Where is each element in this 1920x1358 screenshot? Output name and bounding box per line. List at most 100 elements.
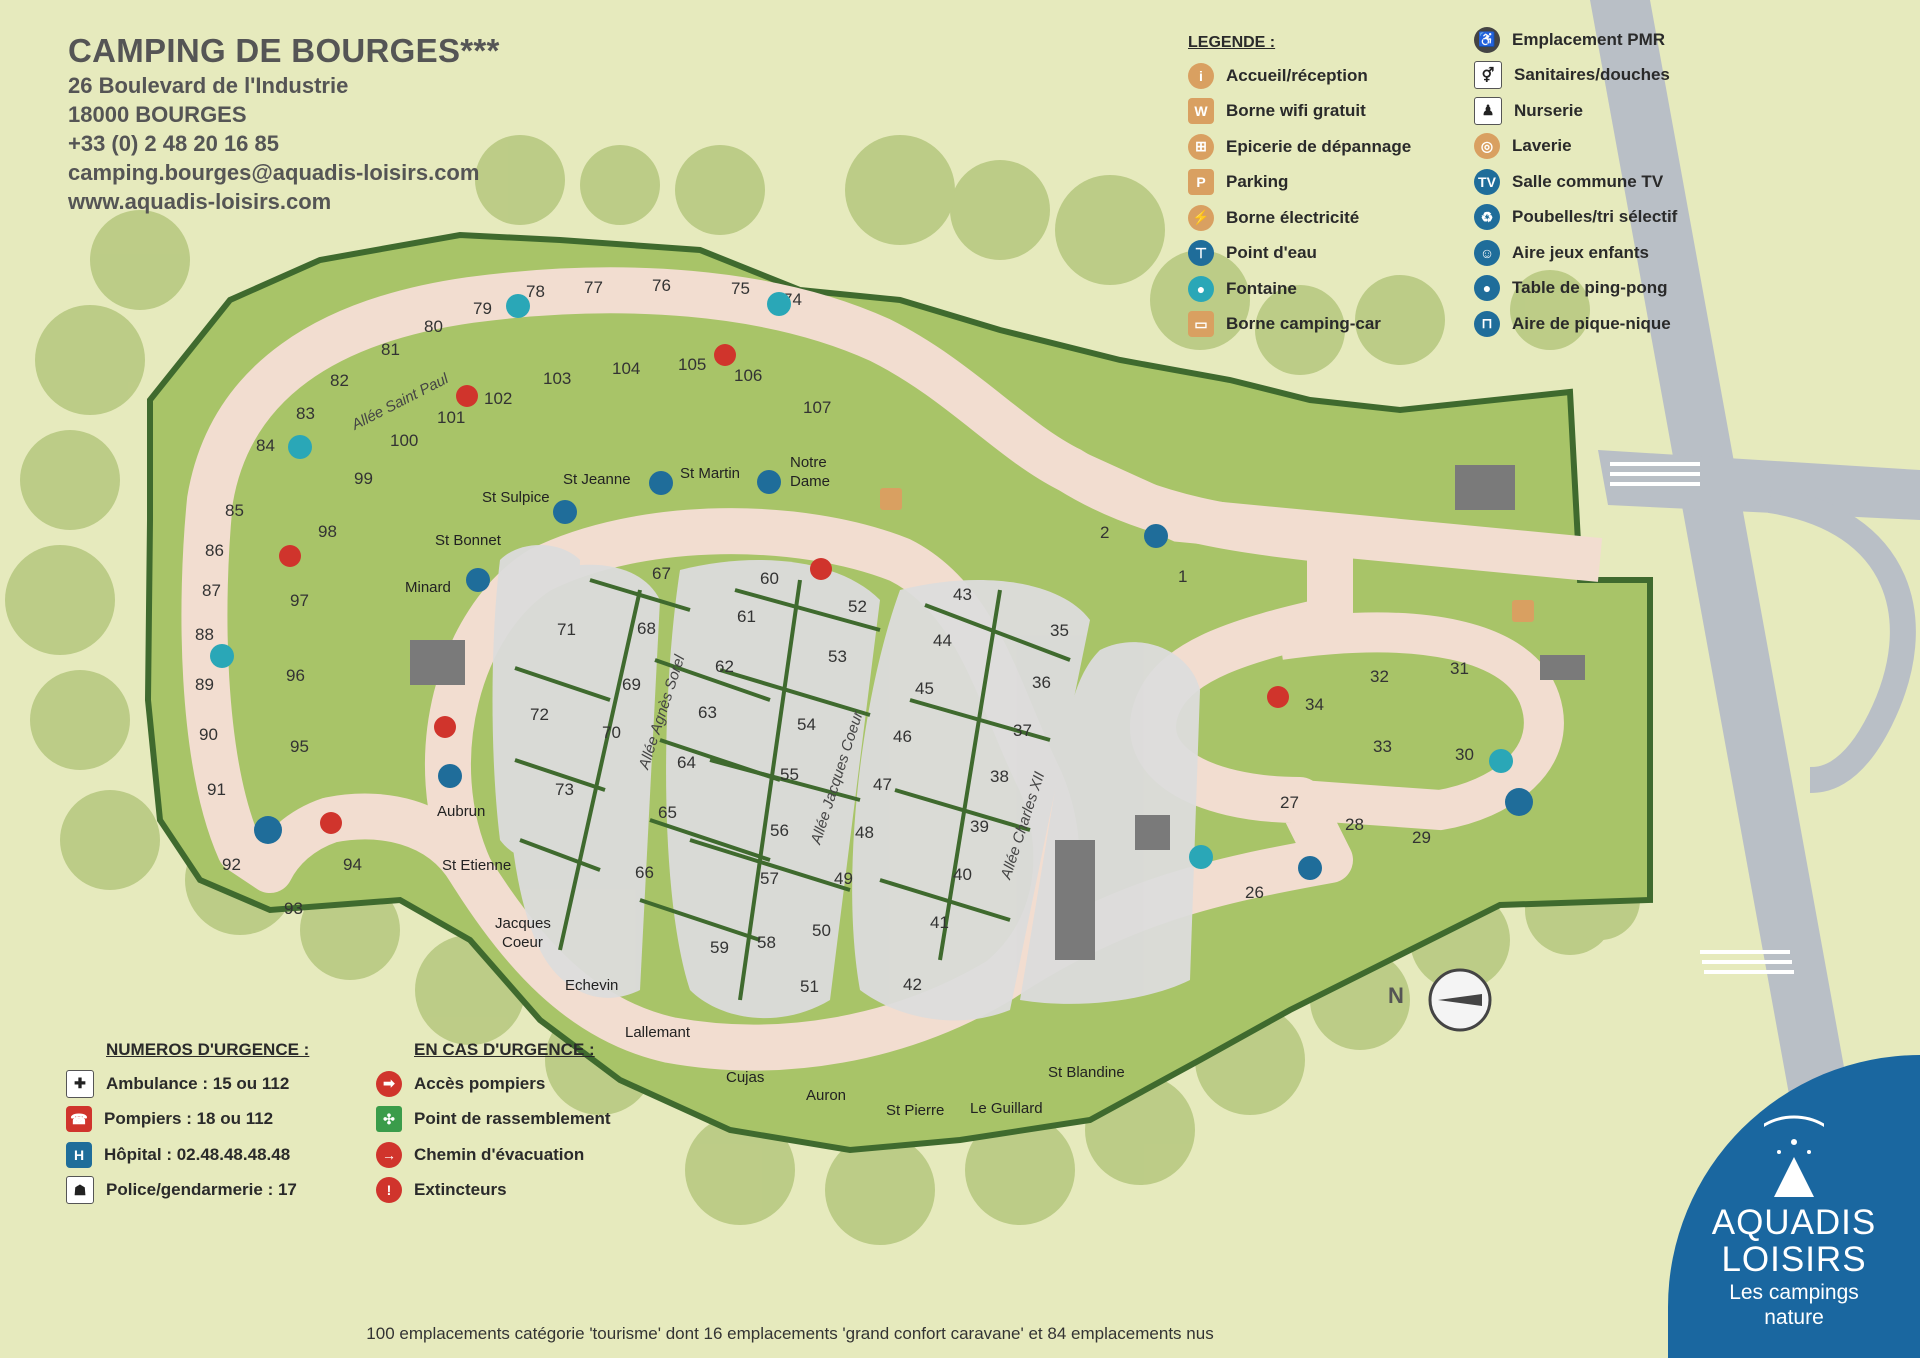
svg-text:61: 61 [737,607,756,626]
svg-text:84: 84 [256,436,275,455]
wheelchair-icon: ♿ [1474,26,1500,53]
svg-text:73: 73 [555,780,574,799]
entrance-path [1060,449,1603,582]
legend-item: ⊓Aire de pique-nique [1474,306,1677,342]
svg-text:91: 91 [207,780,226,799]
toilets-icon: ⚥ [1474,61,1502,90]
svg-text:53: 53 [828,647,847,666]
legend-item: ☎Pompiers : 18 ou 112 [66,1102,309,1138]
svg-text:St Bonnet: St Bonnet [435,532,502,549]
svg-text:93: 93 [284,899,303,918]
svg-text:95: 95 [290,737,309,756]
svg-text:76: 76 [652,276,671,295]
svg-text:30: 30 [1455,745,1474,764]
svg-text:Jacques: Jacques [495,915,551,932]
svg-text:42: 42 [903,975,922,994]
tent-logo-icon [1764,1115,1824,1197]
electric-plug-icon: ⚡ [1188,204,1214,231]
svg-text:51: 51 [800,977,819,996]
svg-text:46: 46 [893,727,912,746]
legend-item-label: Ambulance : 15 ou 112 [106,1073,290,1093]
legend-item: !Extincteurs [376,1173,611,1209]
campsite-email[interactable]: camping.bourges@aquadis-loisirs.com [68,160,480,185]
svg-text:79: 79 [473,299,492,318]
svg-text:29: 29 [1412,828,1431,847]
svg-text:Cujas: Cujas [726,1069,764,1086]
campsite-header: CAMPING DE BOURGES*** 26 Boulevard de l'… [68,32,500,215]
ambulance-icon: ✚ [66,1069,94,1098]
buildings [410,465,1585,960]
svg-text:94: 94 [343,855,362,874]
svg-text:39: 39 [970,817,989,836]
svg-text:52: 52 [848,597,867,616]
svg-text:40: 40 [953,865,972,884]
baby-changing-icon: ♟ [1474,96,1502,125]
hedges [514,578,1071,1001]
svg-text:72: 72 [530,705,549,724]
police-icon: ☗ [66,1176,94,1205]
legend-item-label: Aire jeux enfants [1512,242,1649,262]
picnic-table-icon: ⊓ [1474,310,1500,337]
area-labels: St Sulpice St Jeanne St Martin Notre Dam… [405,454,1125,1119]
svg-text:89: 89 [195,675,214,694]
svg-text:78: 78 [526,282,545,301]
svg-text:Notre: Notre [790,454,827,471]
svg-text:33: 33 [1373,737,1392,756]
legend-item-label: Salle commune TV [1512,171,1664,191]
legend-item-label: Police/gendarmerie : 17 [106,1180,297,1200]
brand-name-2: LOISIRS [1721,1240,1867,1279]
svg-text:107: 107 [803,398,831,417]
svg-text:38: 38 [990,767,1009,786]
svg-text:68: 68 [637,619,656,638]
tv-icon: TV [1474,168,1500,195]
svg-text:St Etienne: St Etienne [442,857,511,874]
emergency-numbers: NUMEROS D'URGENCE : ✚Ambulance : 15 ou 1… [66,1040,309,1208]
legend-item: ●Fontaine [1188,271,1411,307]
svg-text:56: 56 [770,821,789,840]
campsite-website[interactable]: www.aquadis-loisirs.com [68,189,332,214]
svg-text:59: 59 [710,938,729,957]
legend-item-label: Sanitaires/douches [1514,65,1670,85]
svg-text:54: 54 [797,715,816,734]
svg-text:100: 100 [390,431,418,450]
road-crossing [1598,450,1920,520]
svg-text:81: 81 [381,340,400,359]
hospital-icon: H [66,1141,92,1168]
legend-item: ♻Poubelles/tri sélectif [1474,200,1677,236]
svg-text:77: 77 [584,278,603,297]
svg-text:35: 35 [1050,621,1069,640]
evacuation-arrow-icon: → [376,1141,402,1168]
legend-item-label: Point d'eau [1226,243,1317,263]
svg-text:St Martin: St Martin [680,465,740,482]
svg-text:57: 57 [760,869,779,888]
svg-text:106: 106 [734,366,762,385]
svg-text:50: 50 [812,921,831,940]
legend-item: ✚ Ambulance : 15 ou 112 [66,1066,309,1102]
legend-item: TV Salle commune TV [1474,164,1677,200]
svg-text:87: 87 [202,581,221,600]
svg-text:85: 85 [225,501,244,520]
legend-item: ⊤Point d'eau [1188,236,1411,272]
fire-extinguisher-icon: ! [376,1177,402,1204]
svg-text:49: 49 [834,869,853,888]
legend-item-label: Emplacement PMR [1512,29,1666,49]
pitch-summary-footer: 100 emplacements catégorie 'tourisme' do… [366,1324,1214,1343]
svg-text:60: 60 [760,569,779,588]
legend-item: ☗ Police/gendarmerie : 17 [66,1173,309,1209]
legend-item-label: Nurserie [1514,100,1583,120]
campsite-phone[interactable]: +33 (0) 2 48 20 16 85 [68,131,279,156]
legend-item: ⊞Epicerie de dépannage [1188,129,1411,165]
grocery-basket-icon: ⊞ [1188,133,1214,160]
svg-text:83: 83 [296,404,315,423]
svg-text:Le Guillard: Le Guillard [970,1100,1043,1117]
svg-text:48: 48 [855,823,874,842]
svg-text:66: 66 [635,863,654,882]
legend-item: ➡Accès pompiers [376,1066,611,1102]
legend-item-label: Laverie [1512,136,1572,156]
svg-text:37: 37 [1013,721,1032,740]
svg-text:97: 97 [290,591,309,610]
svg-text:88: 88 [195,625,214,644]
legend-item-label: Borne wifi gratuit [1226,101,1366,121]
